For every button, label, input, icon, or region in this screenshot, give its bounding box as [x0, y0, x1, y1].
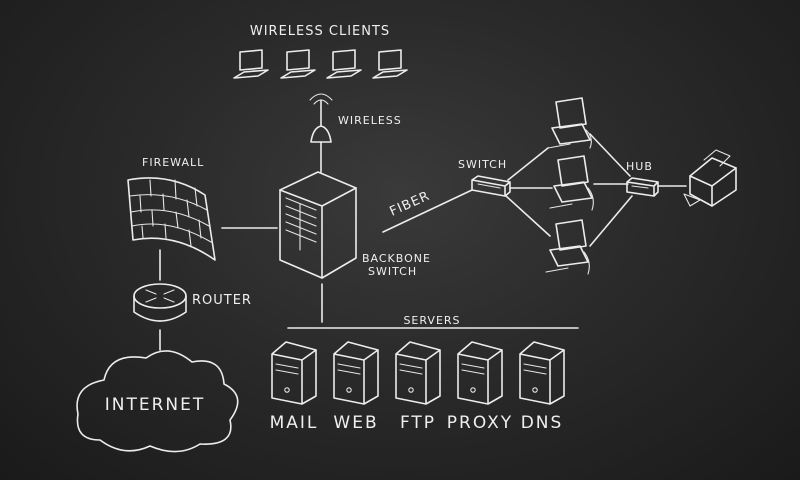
server-drive-bays: [399, 363, 423, 375]
server-ftp: FTP: [395, 341, 441, 433]
switch-label: SWITCH: [458, 158, 507, 171]
server-icon: [395, 341, 441, 405]
server-label: DNS: [521, 413, 564, 433]
desktop-computer-icon: [549, 155, 594, 211]
router-label: ROUTER: [192, 293, 252, 308]
switch-connections: [505, 147, 553, 237]
server-power-light: [346, 387, 352, 393]
firewall-label: FIREWALL: [142, 156, 204, 169]
server-icon: [519, 341, 565, 405]
desktop-computer-icon: [545, 219, 590, 275]
server-power-light: [408, 387, 414, 393]
fiber-link-line: [382, 189, 473, 233]
server-label: PROXY: [447, 413, 513, 433]
server-drive-bays: [523, 363, 547, 375]
server-drive-bays: [461, 363, 485, 375]
server-power-light: [470, 387, 476, 393]
server-label: MAIL: [270, 413, 319, 433]
servers-label: SERVERS: [403, 314, 460, 327]
wireless-label: WIRELESS: [338, 114, 402, 127]
server-web: WEB: [333, 341, 379, 433]
server-drive-bays: [275, 363, 299, 375]
switch-icon: [471, 175, 511, 197]
router-icon: [133, 283, 187, 322]
laptop-icon: [326, 49, 362, 79]
server-power-light: [532, 387, 538, 393]
printer-icon: [683, 149, 737, 207]
backbone-label-line2: SWITCH: [368, 265, 417, 278]
desktop-computer-icon: [547, 97, 592, 149]
server-dns: DNS: [519, 341, 565, 433]
server-drive-bays: [337, 363, 361, 375]
server-icon: [457, 341, 503, 405]
backbone-switch-icon: [279, 171, 357, 279]
server-label: WEB: [333, 413, 378, 433]
internet-label: INTERNET: [105, 395, 206, 415]
hub-label: HUB: [626, 160, 653, 173]
server-label: FTP: [400, 413, 436, 433]
laptop-icon: [280, 49, 316, 79]
server-row: MAIL WEB FTP PROXY DNS: [270, 341, 565, 433]
server-icon: [271, 341, 317, 405]
hub-icon: [626, 177, 659, 197]
server-proxy: PROXY: [447, 341, 513, 433]
server-icon: [333, 341, 379, 405]
laptop-icon: [233, 49, 269, 79]
backbone-label-line1: BACKBONE: [362, 252, 431, 265]
hub-connections: [589, 133, 687, 247]
wireless-access-point-icon: [309, 93, 333, 143]
wireless-clients-label: WIRELESS CLIENTS: [250, 24, 390, 39]
server-mail: MAIL: [270, 341, 319, 433]
fiber-label: FIBER: [388, 189, 433, 220]
internet-cloud-icon: [76, 350, 239, 453]
server-power-light: [284, 387, 290, 393]
firewall-icon: [127, 177, 216, 261]
laptop-icon: [372, 49, 408, 79]
